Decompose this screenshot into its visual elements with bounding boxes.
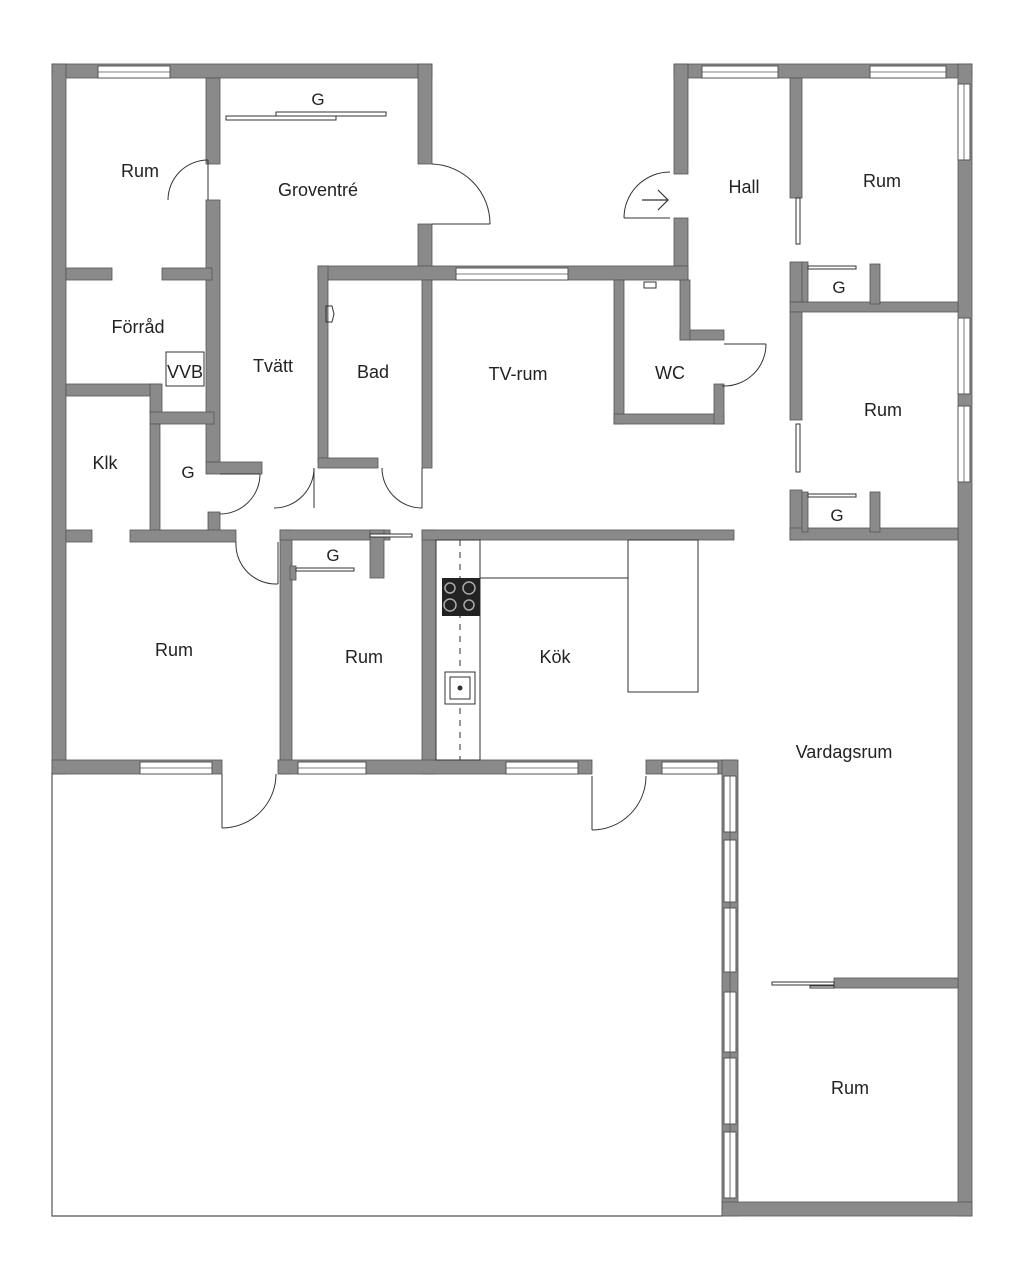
label-vardagsrum: Vardagsrum	[796, 742, 893, 762]
label-kok: Kök	[539, 647, 571, 667]
label-rum-nw: Rum	[121, 161, 159, 181]
label-g-mid: G	[326, 546, 339, 565]
terrace-outline	[51, 772, 722, 1217]
label-tv-rum: TV-rum	[488, 364, 547, 384]
label-g-groventre: G	[311, 90, 324, 109]
label-forrad: Förråd	[111, 317, 164, 337]
sliding-doors	[225, 111, 857, 989]
stove-icon	[442, 578, 480, 616]
kitchen-fixtures	[435, 539, 699, 761]
label-rum-ne: Rum	[863, 171, 901, 191]
doors	[167, 159, 767, 831]
toilet-icon	[325, 281, 657, 323]
label-groventre: Groventré	[278, 180, 358, 200]
label-hall: Hall	[728, 177, 759, 197]
label-g-ne2: G	[830, 506, 843, 525]
sink-icon	[444, 671, 476, 705]
label-rum-sw: Rum	[155, 640, 193, 660]
label-bad: Bad	[357, 362, 389, 382]
label-wc: WC	[655, 363, 685, 383]
label-rum-mid: Rum	[345, 647, 383, 667]
label-rum-e: Rum	[864, 400, 902, 420]
label-vvb: VVB	[167, 362, 203, 382]
label-g-klk: G	[181, 463, 194, 482]
windows	[97, 65, 971, 1199]
label-rum-se: Rum	[831, 1078, 869, 1098]
label-klk: Klk	[92, 453, 118, 473]
label-tvatt: Tvätt	[253, 356, 293, 376]
label-g-ne1: G	[832, 278, 845, 297]
vvb-box	[165, 351, 205, 387]
window-mullions	[98, 71, 965, 1198]
room-labels: Rum Groventré G Förråd VVB Tvätt Bad TV-…	[92, 90, 902, 1098]
arrow-right-icon	[642, 189, 669, 211]
